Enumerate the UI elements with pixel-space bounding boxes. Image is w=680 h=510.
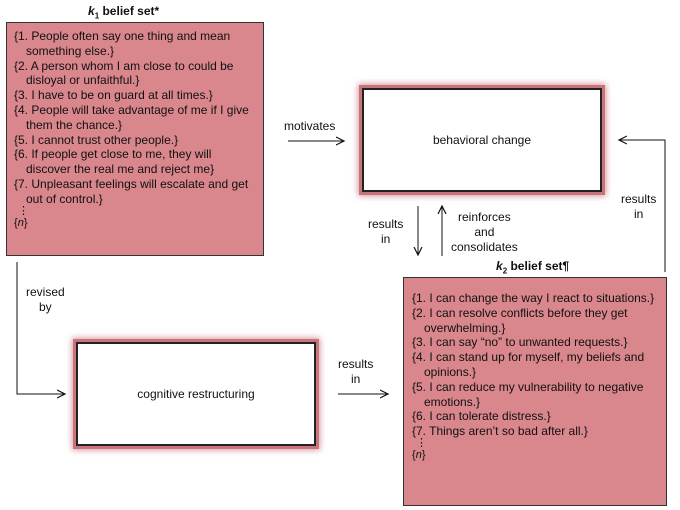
motivates-label: motivates [284, 119, 336, 133]
k2-belief-item: {7. Things aren’t so bad after all.} [412, 424, 588, 439]
k1-title-text: belief set [99, 4, 155, 18]
k2-belief-item: {1. I can change the way I react to situ… [412, 291, 655, 305]
k1-last-variable: n [17, 216, 24, 229]
k1-last-close: } [23, 216, 28, 229]
k2-ellipsis: ⋮ [416, 436, 427, 449]
k1-belief-item: {3. I have to be on guard at all times.} [14, 88, 213, 103]
k1-title-subscript: 1 [94, 11, 100, 21]
k1-last-item: {n} [14, 216, 257, 231]
results-in-label-right: results in [621, 192, 657, 221]
k1-belief-item: {7. Unpleasant feelings will escalate an… [14, 176, 249, 206]
revised-by-label: revised by [26, 285, 65, 314]
k2-belief-set-box: {1. I can change the way I react to situ… [403, 277, 667, 506]
k1-belief-item: {1. People often say one thing and mean … [14, 29, 231, 58]
k2-last-open: { [412, 448, 416, 461]
k1-title-variable: k [88, 4, 95, 18]
k1-title-mark: * [154, 4, 160, 18]
k2-belief-set-title: k2 belief set¶ [496, 259, 569, 275]
k1-belief-set-box: {1. People often say one thing and mean … [6, 22, 264, 256]
k2-belief-item: {3. I can say “no” to unwanted requests.… [412, 335, 628, 350]
k1-ellipsis: ⋮ [18, 204, 29, 217]
cognitive-restructuring-box: cognitive restructuring [76, 342, 316, 446]
k2-title-subscript: 2 [502, 266, 508, 276]
revised-by-arrow [16, 262, 65, 394]
k2-belief-item: {4. I can stand up for myself, my belief… [412, 350, 645, 379]
results-in-loop-arrow [619, 140, 666, 272]
behavioral-change-label: behavioral change [432, 133, 532, 147]
k2-title-variable: k [496, 259, 503, 273]
k1-belief-item: {2. A person whom I am close to could be… [14, 58, 234, 88]
cognitive-restructuring-label: cognitive restructuring [137, 387, 255, 401]
k2-belief-item: {6. I can tolerate distress.} [412, 409, 551, 424]
behavioral-change-box: behavioral change [362, 88, 602, 192]
k1-belief-item: {6. If people get close to me, they will… [14, 147, 215, 177]
k2-title-mark: ¶ [562, 259, 570, 273]
k1-last-open: { [14, 216, 18, 229]
k2-belief-item: {2. I can resolve conflicts before they … [412, 305, 628, 335]
k1-belief-item: {5. I cannot trust other people.} [14, 132, 179, 147]
k2-last-item: {n} [412, 448, 660, 463]
k2-belief-item: {5. I can reduce my vulnerability to neg… [412, 379, 644, 409]
k2-last-variable: n [415, 448, 422, 461]
k1-belief-set-title: k1 belief set* [88, 4, 159, 20]
results-in-label-bottom: results in [338, 357, 374, 386]
reinforces-consolidates-label: reinforces and consolidates [451, 210, 518, 254]
k2-last-close: } [421, 448, 426, 461]
k2-title-text: belief set [507, 259, 563, 273]
k1-belief-item: {4. People will take advantage of me if … [14, 102, 249, 132]
results-in-label-middle: results in [368, 217, 404, 246]
